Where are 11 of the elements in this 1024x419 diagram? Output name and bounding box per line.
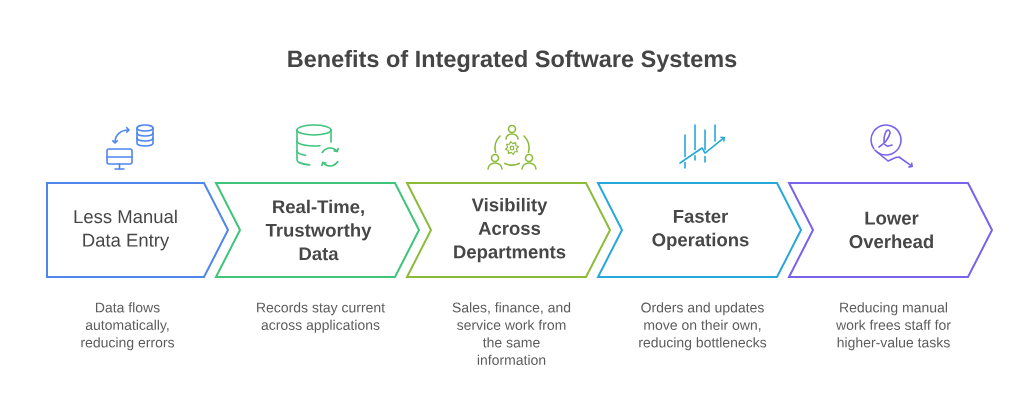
chevron-box: Less Manual Data Entry: [46, 182, 230, 278]
description-text: Sales, finance, and service work from the same information: [452, 302, 571, 365]
description-text: Records stay current across applications: [257, 302, 385, 333]
chevron-box: Visibility Across Departments: [405, 182, 612, 278]
description-text: Reducing manual work frees staff for higher-value tasks: [836, 302, 951, 351]
chevron-box: Real-Time, Trustworthy Data: [214, 182, 421, 278]
description-text: Data flows automatically, reducing errors: [81, 302, 175, 351]
chevron-box: Faster Operations: [596, 182, 803, 278]
description-text: Orders and updates move on their own, reducing bottlenecks: [639, 302, 767, 351]
title: Benefits of Integrated Software Systems: [288, 50, 737, 72]
chevron-box: Lower Overhead: [787, 182, 994, 278]
